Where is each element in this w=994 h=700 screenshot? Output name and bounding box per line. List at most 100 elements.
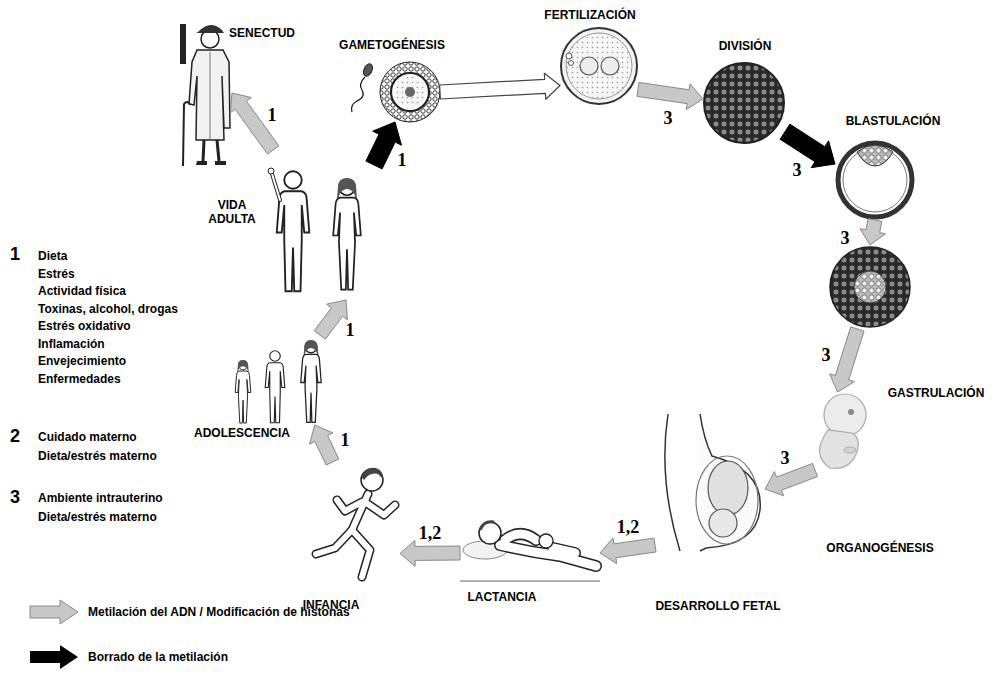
illustration-part [857,145,893,166]
illustration-part [480,522,494,530]
illustration-part [196,161,207,165]
illustration-part [708,461,748,515]
illustration-part [316,494,395,577]
block-arrow [230,93,279,154]
illustration-part [272,174,280,200]
stage-node: ADOLESCENCIA [228,335,330,425]
stage-node: DIVISIÓN [703,62,785,144]
illustration-part [566,53,572,59]
illustration-part [30,645,78,669]
stage-node: BLASTULACIÓN [835,140,915,220]
illustration-part [217,140,219,161]
illustration-part [395,77,426,108]
embryo-figure [819,394,866,468]
illustration-part [539,534,553,548]
block-arrow [860,219,885,245]
illustration-part [665,414,680,551]
illustration-part [277,171,310,291]
illustration-part [30,600,78,624]
stage-node: VIDA ADULTA [262,150,374,300]
illustration-part [180,24,186,64]
illustration-part [189,50,230,140]
illustration-part [709,509,737,537]
block-arrow [765,463,817,495]
factor-item: Dieta [38,249,67,263]
illustration-part [696,456,758,544]
factor-item: Dieta/estrés materno [38,449,157,463]
stage-label: GAMETOGÉNESIS [339,38,445,52]
factor-item: Dieta/estrés materno [38,510,157,524]
callout-number: 3 [10,487,20,507]
block-arrow [637,82,703,109]
illustration-part [196,25,224,33]
stage-node: SENECTUD [178,18,232,168]
block-arrow [830,327,864,392]
stage-label: LACTANCIA [467,590,536,604]
illustration-part [301,340,321,422]
illustration-part [405,87,415,97]
adults-figure [268,168,361,291]
legend-samples [30,600,78,669]
illustration-part [569,61,574,66]
stage-node: GAMETOGÉNESIS [380,62,440,122]
zygote-figure [561,28,637,104]
stage-label: FERTILIZACIÓN [544,8,635,22]
illustration-part [268,168,274,174]
illustration-part [210,52,211,140]
illustration-part [265,351,285,423]
stage-node: FERTILIZACIÓN [560,27,638,105]
callout-number: 3 [779,449,792,467]
illustration-part [500,534,596,566]
gametes-figure [352,62,440,122]
legend-label: Metilación del ADN / Modificación de his… [88,605,350,619]
factor-item: Ambiente intrauterino [38,491,163,505]
illustration-part [580,57,598,75]
illustration-part [601,57,619,75]
stage-label: DIVISIÓN [719,39,772,53]
illustration-part [838,143,912,217]
stage-node: LACTANCIA [460,505,600,585]
illustration-part [391,73,429,111]
stage-label: ADOLESCENCIA [194,426,290,440]
block-arrow [600,538,656,564]
block-arrow [400,540,460,566]
illustration-part [333,178,361,290]
illustration-part [272,174,280,200]
factor-item: Estrés oxidativo [38,319,131,333]
child-figure [316,468,395,577]
illustration-part [183,102,190,166]
illustration-part [362,62,375,77]
adolescents-figure [235,340,321,423]
callout-number: 2 [10,426,20,446]
factor-item: Envejecimiento [38,354,126,368]
illustration-part [848,409,854,415]
callout-number: 3 [839,229,852,247]
callout-number: 1 [344,321,357,339]
callout-number: 1,2 [417,524,444,542]
callout-number: 1 [339,431,352,449]
illustration-part [380,62,440,122]
illustration-part [844,447,856,453]
stage-label: GASTRULACIÓN [888,386,985,400]
callout-number: 1,2 [615,518,642,536]
callout-number: 3 [662,109,675,127]
illustration-part [479,522,501,544]
stage-node: DESARROLLO FETAL [655,412,765,552]
factor-item: Enfermedades [38,372,121,386]
morula-figure [704,63,784,143]
illustration-part [700,414,760,551]
callout-number: 3 [791,161,804,179]
gastrula-figure [830,247,910,327]
illustration-part [500,534,596,566]
illustration-part [235,360,251,423]
illustration-part [203,140,204,161]
block-arrow [314,300,347,339]
blastula-figure [838,143,912,217]
block-arrow [309,425,338,465]
illustration-part [561,28,637,104]
elderly-figure [180,24,230,166]
stage-node: GASTRULACIÓN [828,245,912,329]
breastfeeding-figure [460,522,600,581]
block-arrow [440,73,560,99]
